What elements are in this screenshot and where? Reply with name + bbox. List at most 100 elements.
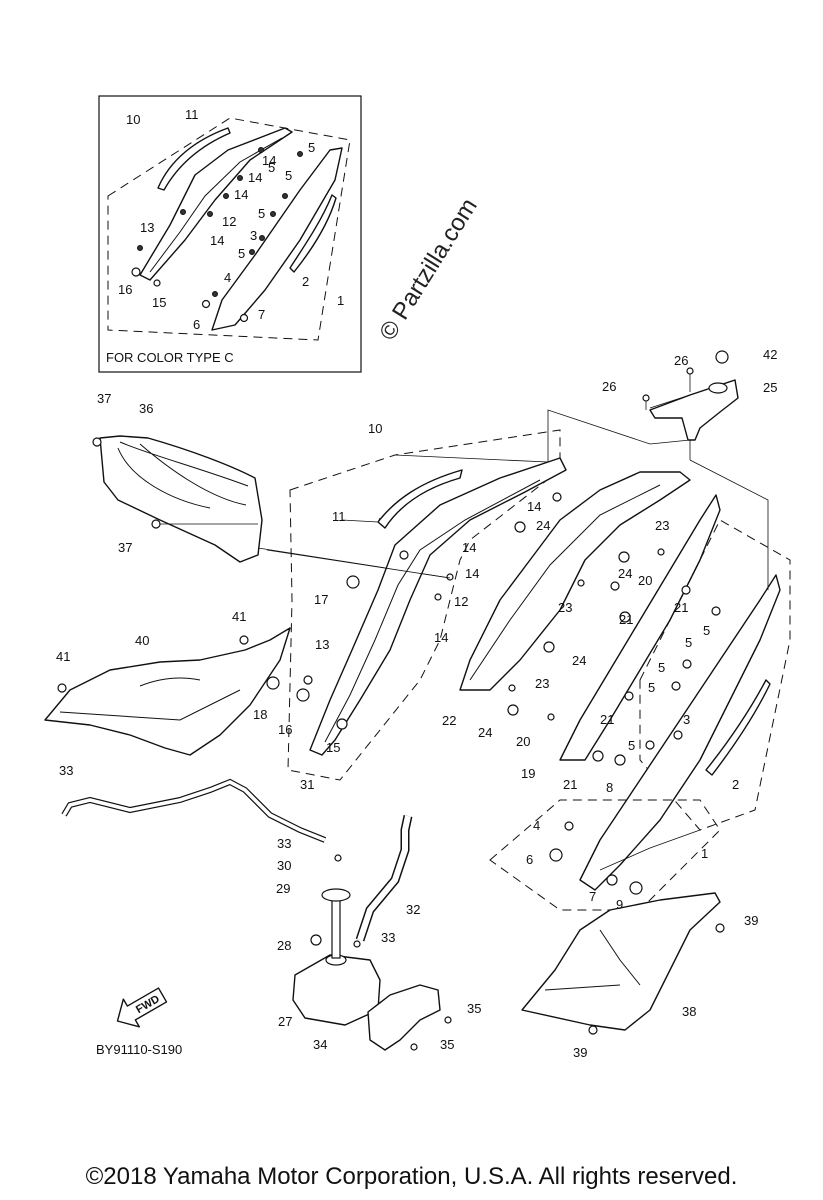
- callout-27: 27: [278, 1014, 292, 1029]
- inset-stripe-11: [157, 127, 231, 191]
- callout-35: 35: [440, 1037, 454, 1052]
- callout-15: 15: [326, 740, 340, 755]
- callout-5: 5: [268, 160, 275, 175]
- seat-36-group: [92, 435, 451, 579]
- callout-16: 16: [118, 282, 132, 297]
- callout-34: 34: [313, 1037, 327, 1052]
- callout-5: 5: [308, 140, 315, 155]
- callout-24: 24: [572, 653, 586, 668]
- callout-5: 5: [658, 660, 665, 675]
- callout-37: 37: [97, 391, 111, 406]
- callout-4: 4: [533, 818, 540, 833]
- callout-30: 30: [277, 858, 291, 873]
- callout-3: 3: [250, 228, 257, 243]
- callout-10: 10: [368, 421, 382, 436]
- inset-fasteners: [131, 147, 303, 323]
- callout-11: 11: [185, 107, 199, 122]
- bracket-34: [367, 984, 441, 1051]
- callout-26: 26: [674, 353, 688, 368]
- callout-31: 31: [300, 777, 314, 792]
- center-cowl-22: [459, 471, 691, 691]
- callout-6: 6: [526, 852, 533, 867]
- callout-24: 24: [618, 566, 632, 581]
- callout-14: 14: [248, 170, 262, 185]
- callout-35: 35: [467, 1001, 481, 1016]
- callout-28: 28: [277, 938, 291, 953]
- callout-23: 23: [558, 600, 572, 615]
- callout-5: 5: [628, 738, 635, 753]
- canister-group: [292, 888, 452, 1051]
- callout-5: 5: [703, 623, 710, 638]
- grommet-42: [715, 350, 729, 364]
- callout-33: 33: [59, 763, 73, 778]
- callout-8: 8: [606, 780, 613, 795]
- callout-10: 10: [126, 112, 140, 127]
- side-panel-40: [44, 627, 291, 756]
- callout-29: 29: [276, 881, 290, 896]
- callout-14: 14: [210, 233, 224, 248]
- bracket-25-group: [642, 350, 739, 460]
- callout-14: 14: [434, 630, 448, 645]
- callout-5: 5: [285, 168, 292, 183]
- callout-13: 13: [315, 637, 329, 652]
- callout-26: 26: [602, 379, 616, 394]
- callout-5: 5: [258, 206, 265, 221]
- callout-12: 12: [222, 214, 236, 229]
- callout-21: 21: [674, 600, 688, 615]
- callout-32: 32: [406, 902, 420, 917]
- callout-37: 37: [118, 540, 132, 555]
- callout-41: 41: [232, 609, 246, 624]
- assembly-10-outline: [287, 429, 561, 781]
- callout-25: 25: [763, 380, 777, 395]
- watermark: © Partzilla.com: [374, 194, 483, 345]
- inner-panel-19: [559, 494, 721, 761]
- callout-9: 9: [616, 897, 623, 912]
- inset-rear-frame: [139, 127, 293, 281]
- callout-21: 21: [563, 777, 577, 792]
- callout-20: 20: [638, 573, 652, 588]
- fwd-arrow-icon: [116, 987, 168, 1028]
- callout-5: 5: [238, 246, 245, 261]
- callout-7: 7: [258, 307, 265, 322]
- copyright-notice: ©2018 Yamaha Motor Corporation, U.S.A. A…: [85, 1163, 738, 1190]
- callout-42: 42: [763, 347, 777, 362]
- callout-14: 14: [465, 566, 479, 581]
- callout-36: 36: [139, 401, 153, 416]
- callout-39: 39: [573, 1045, 587, 1060]
- callout-2: 2: [302, 274, 309, 289]
- callout-39: 39: [744, 913, 758, 928]
- callout-15: 15: [152, 295, 166, 310]
- callout-38: 38: [682, 1004, 696, 1019]
- callout-12: 12: [454, 594, 468, 609]
- inset-label: FOR COLOR TYPE C: [106, 350, 234, 365]
- callout-14: 14: [462, 540, 476, 555]
- callout-24: 24: [478, 725, 492, 740]
- callout-4: 4: [224, 270, 231, 285]
- fwd-arrow: FWD: [116, 987, 168, 1028]
- callout-14: 14: [234, 187, 248, 202]
- callout-33: 33: [381, 930, 395, 945]
- assembly-1-outline: [489, 799, 721, 911]
- callout-16: 16: [278, 722, 292, 737]
- callout-13: 13: [140, 220, 154, 235]
- callout-3: 3: [683, 712, 690, 727]
- callout-23: 23: [535, 676, 549, 691]
- leader-lines: [266, 409, 769, 871]
- hose-group: [61, 778, 413, 948]
- stripe-11: [377, 469, 463, 529]
- callout-1: 1: [337, 293, 344, 308]
- inset-side-stripe: [289, 194, 337, 273]
- callout-41: 41: [56, 649, 70, 664]
- callout-40: 40: [135, 633, 149, 648]
- callout-20: 20: [516, 734, 530, 749]
- callout-21: 21: [619, 612, 633, 627]
- rear-frame-cover: [309, 457, 567, 756]
- callout-7: 7: [589, 889, 596, 904]
- callout-22: 22: [442, 713, 456, 728]
- callout-1: 1: [701, 846, 708, 861]
- seat-36: [99, 435, 263, 563]
- callout-5: 5: [685, 635, 692, 650]
